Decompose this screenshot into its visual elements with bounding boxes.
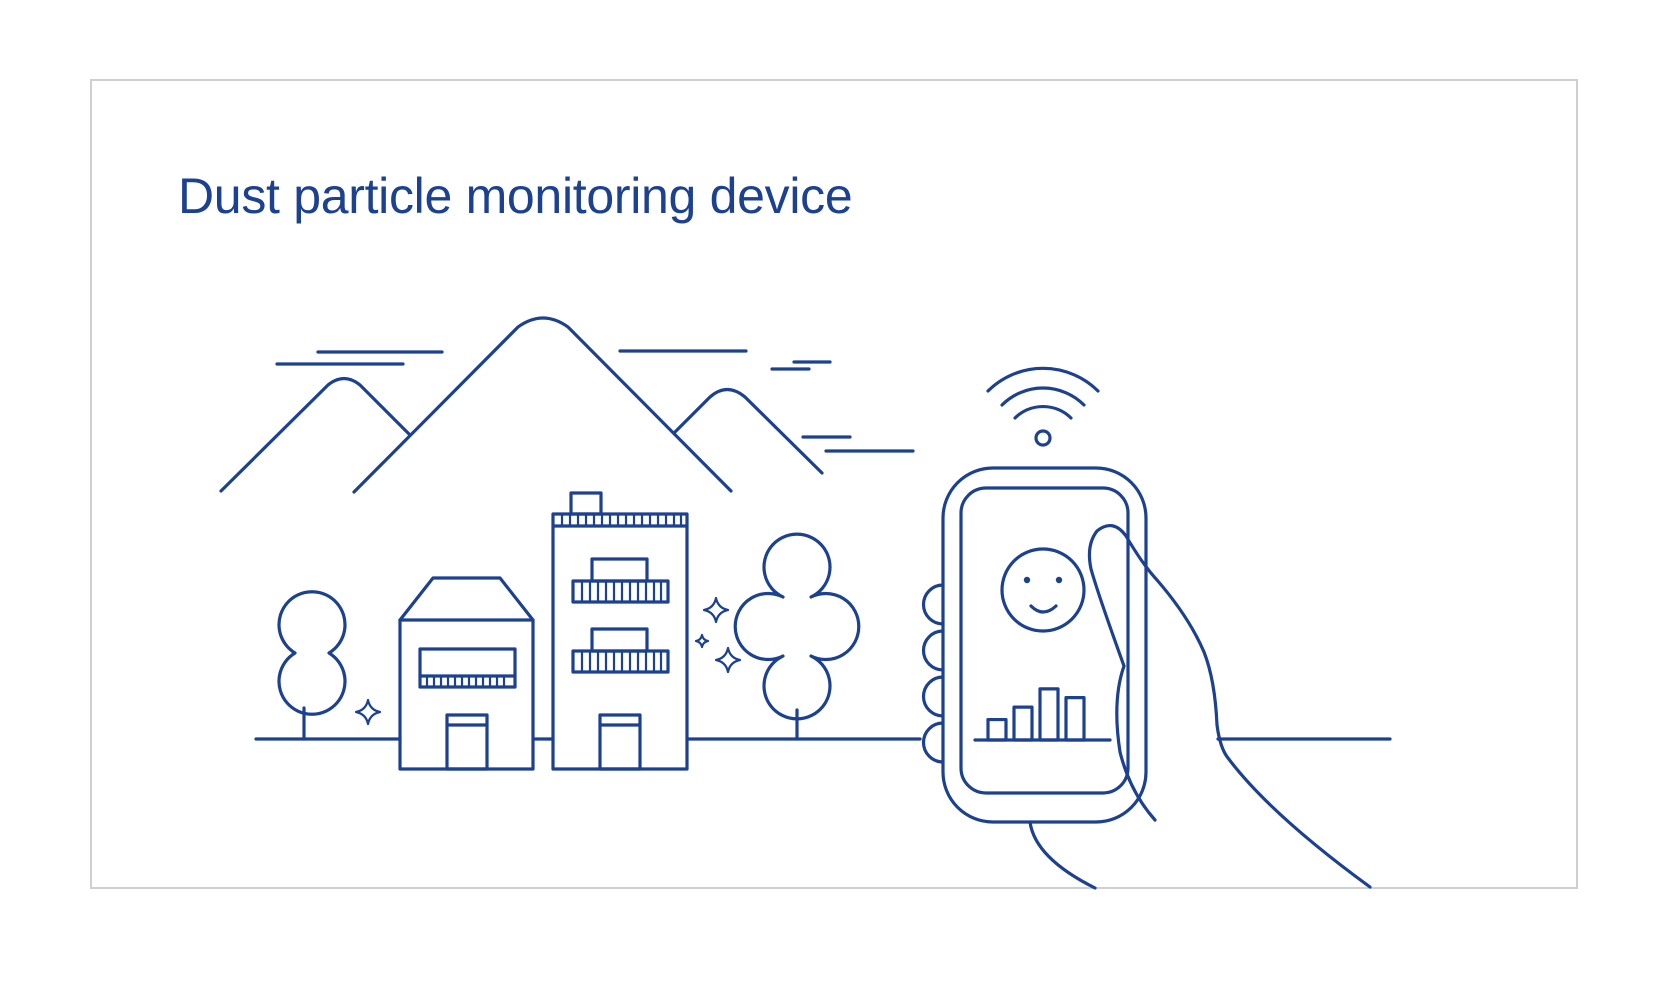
fingers-icon <box>921 583 945 764</box>
house-icon <box>398 576 535 771</box>
monitoring-device <box>941 466 1148 824</box>
apartment-building-icon <box>551 491 689 771</box>
sparkle-icons <box>354 596 742 726</box>
illustration-title: Dust particle monitoring device <box>178 168 853 224</box>
wifi-signal-icon <box>986 366 1100 447</box>
chart-bar <box>1064 696 1086 742</box>
bar-chart-icon <box>973 687 1112 742</box>
illustration-frame: Dust particle monitoring device <box>90 79 1578 889</box>
chart-bar <box>986 717 1008 742</box>
tree-icon-tall <box>733 532 861 741</box>
chart-bar <box>1012 705 1034 742</box>
chart-bar <box>1038 687 1060 742</box>
smiley-face-icon <box>1000 547 1086 633</box>
tree-icon <box>277 590 347 741</box>
mountains-icon <box>219 316 824 494</box>
wind-lines <box>275 349 915 453</box>
hand-icon <box>1028 524 1372 890</box>
